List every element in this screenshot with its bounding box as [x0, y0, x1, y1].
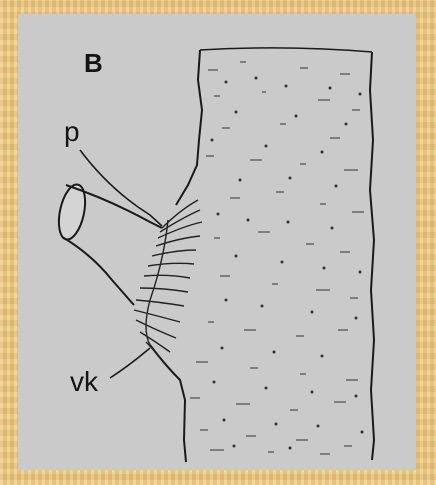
trunk-lower-left-edge: [150, 345, 186, 462]
panel-letter: B: [84, 48, 103, 79]
trunk-left-edge: [176, 50, 202, 205]
trunk-right-edge: [370, 52, 374, 460]
label-p: p: [64, 116, 80, 148]
branch-collar: [134, 200, 202, 358]
leader-line-vk: [110, 348, 150, 378]
branch-stub-bottom-edge: [64, 238, 134, 305]
label-vk: vk: [70, 366, 98, 398]
trunk-top-edge: [200, 48, 372, 52]
bark-texture: [190, 62, 364, 454]
leader-line-p: [80, 150, 162, 226]
